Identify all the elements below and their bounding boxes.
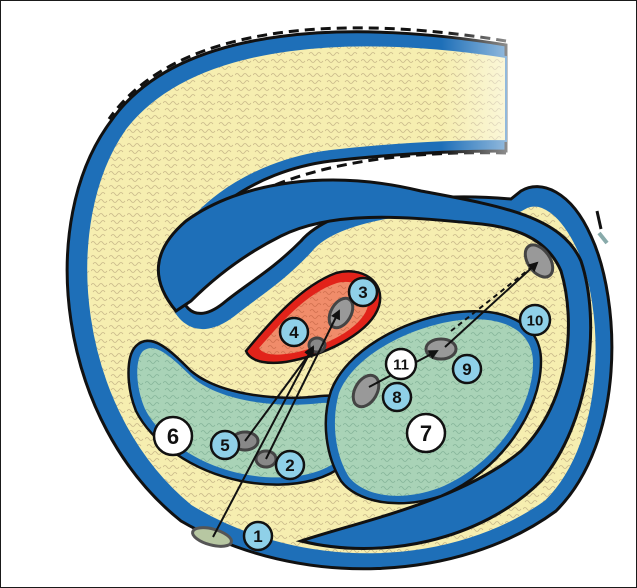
number-badge-6: 6	[154, 417, 192, 455]
number-badge-8: 8	[383, 383, 411, 411]
number-badge-5: 5	[211, 431, 239, 459]
number-badge-11: 11	[386, 349, 416, 379]
badge-number: 4	[289, 323, 299, 342]
number-badge-10: 10	[520, 305, 550, 335]
badge-number: 7	[420, 421, 432, 446]
badge-number: 11	[393, 356, 409, 373]
number-badge-7: 7	[407, 414, 445, 452]
badge-number: 3	[358, 283, 367, 302]
badge-number: 1	[253, 527, 262, 546]
number-badge-2: 2	[276, 451, 304, 479]
number-badge-1: 1	[244, 522, 272, 550]
number-badge-4: 4	[280, 318, 308, 346]
badge-number: 9	[462, 360, 471, 379]
edge-marks	[597, 211, 607, 243]
badge-number: 2	[285, 456, 294, 475]
badge-number: 8	[392, 388, 401, 407]
number-badge-3: 3	[349, 278, 377, 306]
badge-number: 6	[167, 424, 179, 449]
number-badge-9: 9	[453, 355, 481, 383]
badge-number: 5	[220, 436, 229, 455]
badge-number: 10	[527, 312, 544, 329]
